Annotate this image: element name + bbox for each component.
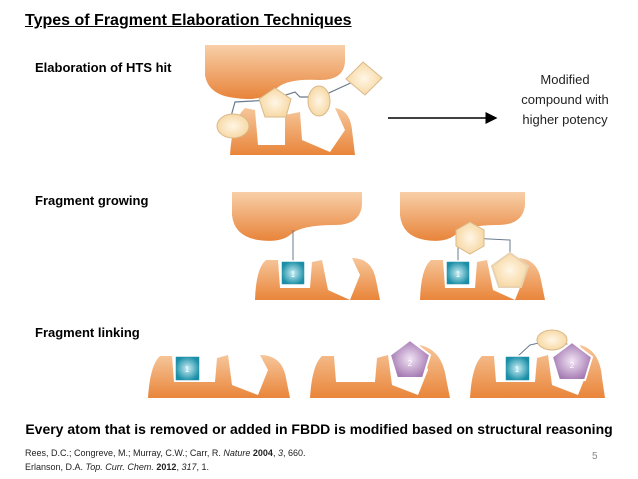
- references: Rees, D.C.; Congreve, M.; Murray, C.W.; …: [25, 446, 306, 474]
- summary-statement: Every atom that is removed or added in F…: [25, 421, 613, 437]
- result-line: higher potency: [522, 112, 608, 127]
- svg-text:1: 1: [185, 365, 190, 374]
- reference-2: Erlanson, D.A. Top. Curr. Chem. 2012, 31…: [25, 462, 209, 472]
- slide-title: Types of Fragment Elaboration Techniques: [25, 12, 352, 29]
- ref-authors: Erlanson, D.A.: [25, 462, 86, 472]
- result-text: Modified compound with higher potency: [500, 70, 630, 130]
- result-line: Modified: [540, 72, 590, 87]
- ref-volume: 3: [277, 448, 283, 458]
- ref-journal: Top. Curr. Chem.: [85, 462, 154, 472]
- hts-hit-diagram: [205, 45, 498, 155]
- ref-pages: , 1.: [196, 462, 209, 472]
- ref-volume: 317: [181, 462, 197, 472]
- svg-text:1: 1: [515, 365, 520, 374]
- svg-text:2: 2: [408, 359, 413, 368]
- fragment-label: 1: [291, 270, 296, 279]
- section-label-linking: Fragment linking: [35, 325, 140, 340]
- fragment-linking-diagram: 1 2 1 2: [148, 329, 605, 398]
- ref-journal: Nature: [223, 448, 251, 458]
- reference-1: Rees, D.C.; Congreve, M.; Murray, C.W.; …: [25, 448, 306, 458]
- svg-text:1: 1: [456, 270, 461, 279]
- ref-pages: , 660.: [282, 448, 306, 458]
- result-line: compound with: [521, 92, 609, 107]
- protein-pocket: [230, 108, 355, 155]
- protein-top: [205, 45, 345, 99]
- ref-year: 2012: [156, 462, 177, 472]
- ref-authors: Rees, D.C.; Congreve, M.; Murray, C.W.; …: [25, 448, 224, 458]
- page-number: 5: [592, 451, 598, 462]
- section-label-elaboration: Elaboration of HTS hit: [35, 60, 172, 75]
- ref-year: 2004: [252, 448, 273, 458]
- section-label-growing: Fragment growing: [35, 193, 149, 208]
- fragment-growing-diagram: 1 1: [232, 192, 545, 300]
- svg-text:2: 2: [570, 361, 575, 370]
